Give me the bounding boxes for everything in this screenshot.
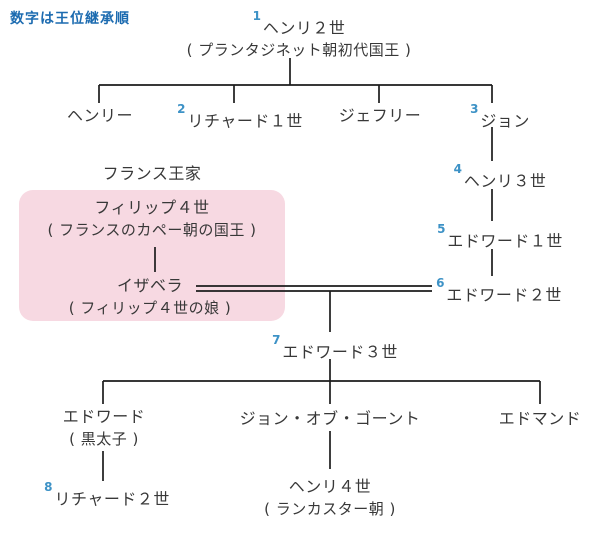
succession-number-3: 3 — [470, 102, 479, 116]
node-label: エドワード２世 — [446, 285, 562, 305]
node-richard2-name: 8リチャード２世 — [44, 480, 170, 510]
node-label: ヘンリ３世 — [463, 171, 547, 191]
node-henry4-note: ( ランカスター朝 ) — [264, 500, 396, 518]
node-richard2: 8リチャード２世 — [44, 480, 170, 510]
succession-number-8: 8 — [44, 480, 53, 494]
node-label: エドワード３世 — [282, 342, 398, 362]
node-edward2: 6エドワード２世 — [436, 276, 562, 306]
node-edward-black-note: ( 黒太子 ) — [69, 430, 139, 448]
node-isabella-note: ( フィリップ４世の娘 ) — [68, 299, 232, 317]
node-edward1-name: 5エドワード１世 — [437, 222, 563, 252]
france-house-label-text: フランス王家 — [102, 164, 202, 183]
legend-text: 数字は王位継承順 — [10, 11, 130, 27]
node-label: フィリップ４世 — [94, 198, 210, 217]
node-isabella-name: イザベラ — [69, 275, 231, 297]
succession-number-2: 2 — [177, 102, 186, 116]
node-richard1-name: 2リチャード１世 — [177, 102, 303, 132]
node-henry-young-name: ヘンリー — [67, 105, 133, 127]
node-john-gaunt-name: ジョン・オブ・ゴーント — [240, 408, 421, 430]
node-label: リチャード１世 — [187, 111, 303, 131]
node-philip4-note: ( フランスのカペー朝の国王 ) — [47, 221, 257, 239]
node-edward3-name: 7エドワード３世 — [272, 333, 398, 363]
node-label: ジョン — [480, 111, 530, 131]
node-philip4-name: フィリップ４世 — [48, 197, 257, 219]
node-edward-black-name: エドワード — [63, 406, 146, 428]
node-henry3-name: 4ヘンリ３世 — [453, 162, 547, 192]
node-label: ジェフリー — [338, 106, 422, 125]
node-henry2-note: ( プランタジネット朝初代国王 ) — [186, 41, 412, 60]
node-john-name: 3ジョン — [470, 102, 530, 132]
node-label: ジョン・オブ・ゴーント — [239, 409, 421, 428]
node-label: エドマンド — [498, 409, 582, 428]
node-label: ヘンリ２世 — [262, 18, 346, 38]
node-henry2: 1ヘンリ２世 ( プランタジネット朝初代国王 ) — [186, 9, 412, 61]
node-henry3: 4ヘンリ３世 — [453, 162, 547, 192]
succession-number-7: 7 — [272, 333, 281, 347]
node-henry4-name: ヘンリ４世 — [264, 476, 396, 498]
node-label: ヘンリ４世 — [288, 477, 372, 496]
node-isabella: イザベラ ( フィリップ４世の娘 ) — [69, 275, 231, 319]
node-label: リチャード２世 — [54, 489, 170, 509]
node-edmund: エドマンド — [499, 408, 582, 430]
node-richard1: 2リチャード１世 — [177, 102, 303, 132]
node-edward3: 7エドワード３世 — [272, 333, 398, 363]
node-edmund-name: エドマンド — [499, 408, 582, 430]
node-label: エドワード — [62, 407, 146, 426]
node-henry2-name: 1ヘンリ２世 — [187, 9, 412, 39]
node-henry-young: ヘンリー — [67, 105, 133, 127]
node-label: イザベラ — [116, 276, 184, 295]
node-edward2-name: 6エドワード２世 — [436, 276, 562, 306]
node-edward1: 5エドワード１世 — [437, 222, 563, 252]
node-label: エドワード１世 — [447, 231, 563, 251]
france-house-label: フランス王家 — [103, 163, 202, 185]
node-john-of-gaunt: ジョン・オブ・ゴーント — [240, 408, 421, 430]
node-henry4: ヘンリ４世 ( ランカスター朝 ) — [264, 476, 396, 520]
node-john: 3ジョン — [470, 102, 530, 132]
succession-number-5: 5 — [437, 222, 446, 236]
node-philip4: フィリップ４世 ( フランスのカペー朝の国王 ) — [48, 197, 257, 241]
node-geoffrey-name: ジェフリー — [339, 105, 422, 127]
france-royal-house-box — [19, 190, 285, 321]
node-edward-black-prince: エドワード ( 黒太子 ) — [63, 406, 146, 450]
node-label: ヘンリー — [66, 106, 134, 125]
node-geoffrey: ジェフリー — [339, 105, 422, 127]
succession-number-1: 1 — [252, 9, 261, 23]
succession-number-4: 4 — [453, 162, 462, 176]
succession-number-6: 6 — [436, 276, 445, 290]
